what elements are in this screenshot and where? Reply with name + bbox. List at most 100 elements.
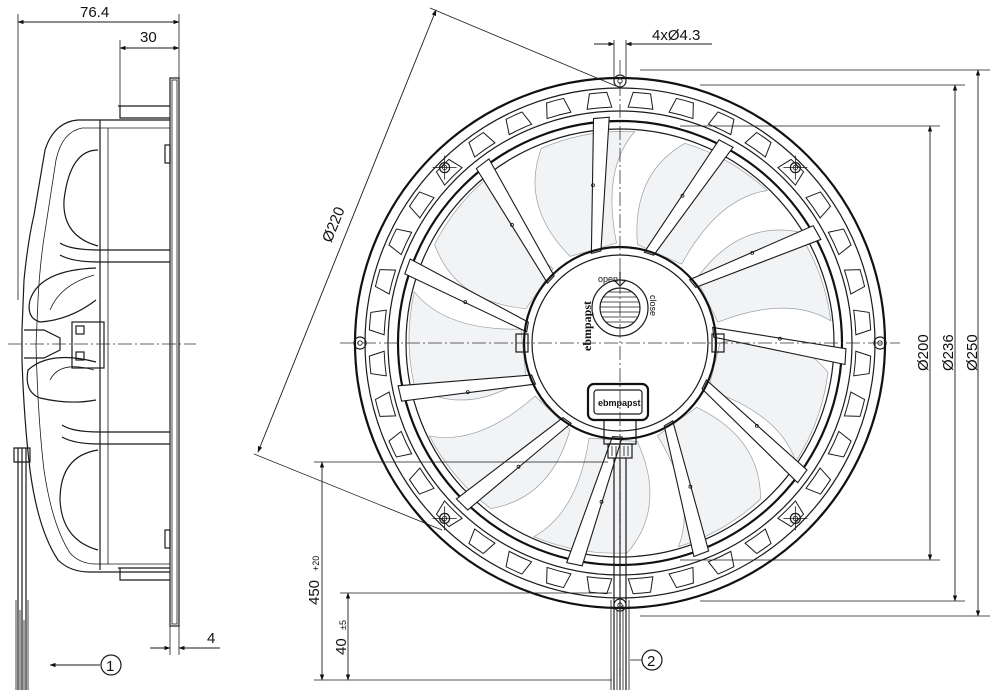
housing-slot bbox=[827, 430, 852, 458]
side-view: 76.4 30 4 1 bbox=[8, 4, 220, 690]
housing-slot bbox=[505, 111, 533, 136]
housing-slot bbox=[707, 550, 735, 575]
support-spoke bbox=[688, 224, 822, 289]
dim-4-label: 4 bbox=[207, 630, 215, 647]
dim-236-label: Ø236 bbox=[940, 334, 957, 371]
housing-slot bbox=[853, 350, 872, 377]
housing-slot bbox=[408, 191, 435, 219]
housing-slot bbox=[707, 111, 735, 136]
spoke-rib bbox=[754, 423, 759, 428]
dim-450-tolerance: +20 bbox=[311, 556, 321, 571]
dim-200-label: Ø200 bbox=[915, 334, 932, 371]
dim-250-label: Ø250 bbox=[964, 334, 981, 371]
front-blades bbox=[408, 130, 832, 554]
support-spoke bbox=[663, 420, 710, 558]
support-spoke bbox=[590, 116, 610, 255]
side-cable-wires bbox=[15, 600, 29, 690]
side-rib-3 bbox=[61, 424, 170, 433]
hub-open-label: open bbox=[598, 274, 618, 284]
spoke-rib bbox=[599, 500, 604, 504]
spoke-rib bbox=[688, 484, 693, 489]
housing-slot bbox=[388, 430, 413, 458]
housing-slot bbox=[435, 158, 463, 186]
housing-slot bbox=[627, 91, 654, 110]
side-top-bracket bbox=[118, 105, 170, 119]
side-rib-2 bbox=[59, 254, 170, 263]
fan-blade bbox=[428, 395, 571, 509]
side-clip-2 bbox=[75, 351, 85, 361]
housing-slot bbox=[505, 550, 533, 575]
front-cable-wires bbox=[610, 600, 630, 690]
support-spoke bbox=[565, 436, 623, 567]
callout-1-circle bbox=[100, 654, 122, 676]
dim-220-line bbox=[257, 9, 437, 453]
housing-slot bbox=[777, 500, 805, 528]
housing-slot bbox=[668, 97, 694, 120]
housing-slot bbox=[586, 91, 613, 110]
side-cable-gland bbox=[13, 447, 31, 463]
side-flange-inner bbox=[171, 79, 178, 625]
front-view: open close ebmpapst ebmpapst 4xØ4.3 bbox=[253, 7, 990, 690]
housing-slot bbox=[843, 269, 866, 295]
housing-slot bbox=[843, 391, 866, 417]
housing-slot bbox=[368, 309, 387, 336]
dim-40-tolerance: ±5 bbox=[338, 620, 348, 630]
support-spoke bbox=[475, 158, 555, 285]
mounting-hole-core bbox=[617, 602, 623, 608]
housing-slot bbox=[627, 576, 654, 595]
hub-close-label: close bbox=[648, 295, 658, 316]
side-housing-outline bbox=[21, 119, 170, 573]
dim-220-ext-top bbox=[429, 7, 617, 87]
side-blade-detail-1 bbox=[49, 274, 95, 311]
housing-slot bbox=[435, 500, 463, 528]
dim-40-label: 40 bbox=[333, 638, 350, 655]
connector-housing bbox=[586, 382, 650, 422]
housing-slot bbox=[546, 97, 572, 120]
hub-brand-logo: ebmpapst bbox=[580, 301, 594, 351]
housing-slot bbox=[408, 467, 435, 495]
dim-hole-label: 4xØ4.3 bbox=[652, 27, 700, 44]
side-blade-3 bbox=[26, 356, 97, 403]
side-clip-1 bbox=[75, 325, 85, 335]
housing-slot bbox=[468, 131, 496, 158]
housing-slot bbox=[468, 528, 496, 555]
spoke-rib bbox=[680, 193, 685, 198]
spoke-rib bbox=[591, 183, 595, 188]
support-spoke bbox=[455, 417, 572, 511]
side-blade-2 bbox=[28, 267, 97, 323]
housing-slot bbox=[374, 269, 397, 295]
side-bottom-bracket bbox=[118, 567, 170, 581]
callout-2-label: 2 bbox=[647, 653, 655, 670]
support-spoke bbox=[701, 379, 808, 484]
fan-blade bbox=[696, 229, 832, 323]
side-blade-detail-2 bbox=[49, 366, 95, 381]
side-rib-4 bbox=[61, 436, 170, 445]
spoke-rib bbox=[778, 336, 782, 341]
callout-1-label: 1 bbox=[106, 658, 114, 675]
spoke-rib bbox=[516, 464, 521, 469]
side-flange-plate bbox=[169, 77, 180, 627]
housing-slot bbox=[368, 350, 387, 377]
dim-220-ext-bottom bbox=[253, 453, 443, 531]
housing-slot bbox=[744, 528, 772, 555]
side-rib-1 bbox=[59, 242, 170, 251]
housing-slot bbox=[668, 566, 694, 589]
side-blade-1 bbox=[63, 149, 99, 247]
connector-brand-label: ebmpapst bbox=[598, 398, 641, 408]
spoke-rib bbox=[465, 390, 470, 395]
housing-slot bbox=[805, 191, 832, 219]
spoke-rib bbox=[510, 223, 514, 227]
housing-slot bbox=[374, 391, 397, 417]
housing-slot bbox=[546, 566, 572, 589]
housing-slot bbox=[586, 576, 613, 595]
side-blade-4 bbox=[59, 449, 99, 551]
housing-slot bbox=[388, 228, 413, 256]
housing-slot bbox=[827, 228, 852, 256]
spoke-rib bbox=[463, 300, 468, 304]
dim-450-label: 450 bbox=[306, 580, 323, 605]
side-flange-tab-2 bbox=[164, 529, 171, 549]
support-spoke bbox=[643, 139, 734, 256]
housing-slot bbox=[853, 309, 872, 336]
